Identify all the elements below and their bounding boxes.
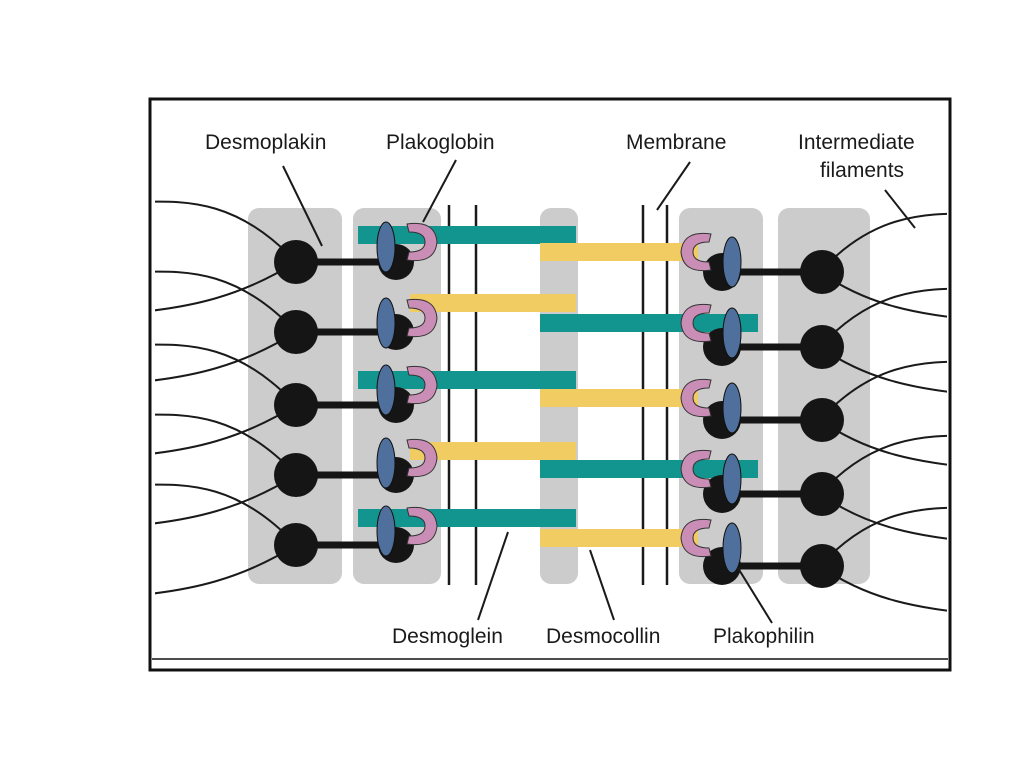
filament-left-lower-5	[155, 544, 297, 595]
plakophilin-right-1	[722, 236, 742, 288]
filament-left-upper-2	[155, 270, 297, 333]
plakophilin-right-2	[722, 307, 742, 359]
membrane-leader	[656, 161, 691, 211]
desmoplakin-leader	[282, 165, 323, 247]
desmosome-drawing	[155, 200, 947, 612]
plakoglobin-left-1	[406, 222, 438, 262]
desmocollin-label: Desmocollin	[546, 625, 660, 648]
desmoplakin-head-left-1	[274, 240, 318, 284]
intermediate-filaments-label-line1: Intermediate	[798, 131, 915, 154]
plakophilin-left-3	[376, 364, 396, 416]
intermediate-filaments-leader	[884, 189, 916, 229]
filament-left-upper-4	[155, 413, 297, 476]
plakophilin-left-4	[376, 437, 396, 489]
filament-right-upper-2	[819, 287, 947, 348]
cadherin-group	[358, 226, 758, 547]
plakoglobin-right-3	[680, 378, 712, 418]
filament-right-upper-1	[819, 212, 947, 273]
plaque-protein-group	[274, 221, 844, 588]
plaque-4	[679, 208, 763, 584]
plakophilin-left-1	[376, 221, 396, 273]
filament-left-upper-1	[155, 200, 297, 263]
plakophilin-left-5	[376, 505, 396, 557]
plakophilin-right-3	[722, 382, 742, 434]
filament-right-upper-3	[819, 360, 947, 421]
filament-right-upper-5	[819, 506, 947, 567]
desmocollin-bar-4	[410, 442, 576, 460]
desmocollin-leader	[589, 549, 615, 621]
desmoplakin-head-right-1	[800, 250, 844, 294]
filament-left-lower-2	[155, 331, 297, 382]
plakophilin-right-5	[722, 522, 742, 574]
desmoplakin-head-right-4	[800, 472, 844, 516]
desmoplakin-head-right-3	[800, 398, 844, 442]
membrane-label: Membrane	[626, 131, 726, 154]
desmoplakin-label: Desmoplakin	[205, 131, 326, 154]
label-leader-lines	[282, 159, 916, 624]
desmocollin-bar-3	[540, 389, 698, 407]
plakophilin-left-2	[376, 297, 396, 349]
desmoglein-label: Desmoglein	[392, 625, 503, 648]
desmocollin-bar-1	[540, 243, 698, 261]
plakoglobin-left-2	[406, 298, 438, 338]
plakoglobin-right-5	[680, 518, 712, 558]
plakoglobin-left-5	[406, 506, 438, 546]
plakoglobin-left-4	[406, 438, 438, 478]
plakoglobin-label: Plakoglobin	[386, 131, 495, 154]
desmoplakin-head-right-2	[800, 325, 844, 369]
plakoglobin-leader	[422, 159, 457, 223]
desmoglein-leader	[477, 531, 509, 621]
filament-left-lower-4	[155, 474, 297, 525]
label-group: Desmoplakin Plakoglobin Membrane Interme…	[205, 131, 915, 648]
plakophilin-label: Plakophilin	[713, 625, 815, 648]
desmoplakin-head-left-4	[274, 453, 318, 497]
filament-left-lower-1	[155, 261, 297, 312]
plakoglobin-right-4	[680, 449, 712, 489]
plakoglobin-right-2	[680, 303, 712, 343]
filament-left-lower-3	[155, 404, 297, 455]
plakophilin-leader	[737, 567, 773, 624]
desmoplakin-head-right-5	[800, 544, 844, 588]
desmocollin-bar-2	[410, 294, 576, 312]
desmocollin-bar-5	[540, 529, 698, 547]
desmoglein-bar-2	[540, 314, 758, 332]
desmoplakin-head-left-5	[274, 523, 318, 567]
filament-left-upper-5	[155, 483, 297, 546]
intermediate-filaments-label-line2: filaments	[820, 159, 904, 182]
plakoglobin-right-1	[680, 232, 712, 272]
plakoglobin-left-3	[406, 365, 438, 405]
filament-right-upper-4	[819, 434, 947, 495]
desmoplakin-head-left-2	[274, 310, 318, 354]
filament-left-upper-3	[155, 343, 297, 406]
desmoplakin-head-left-3	[274, 383, 318, 427]
desmoglein-bar-4	[540, 460, 758, 478]
plakophilin-right-4	[722, 453, 742, 505]
